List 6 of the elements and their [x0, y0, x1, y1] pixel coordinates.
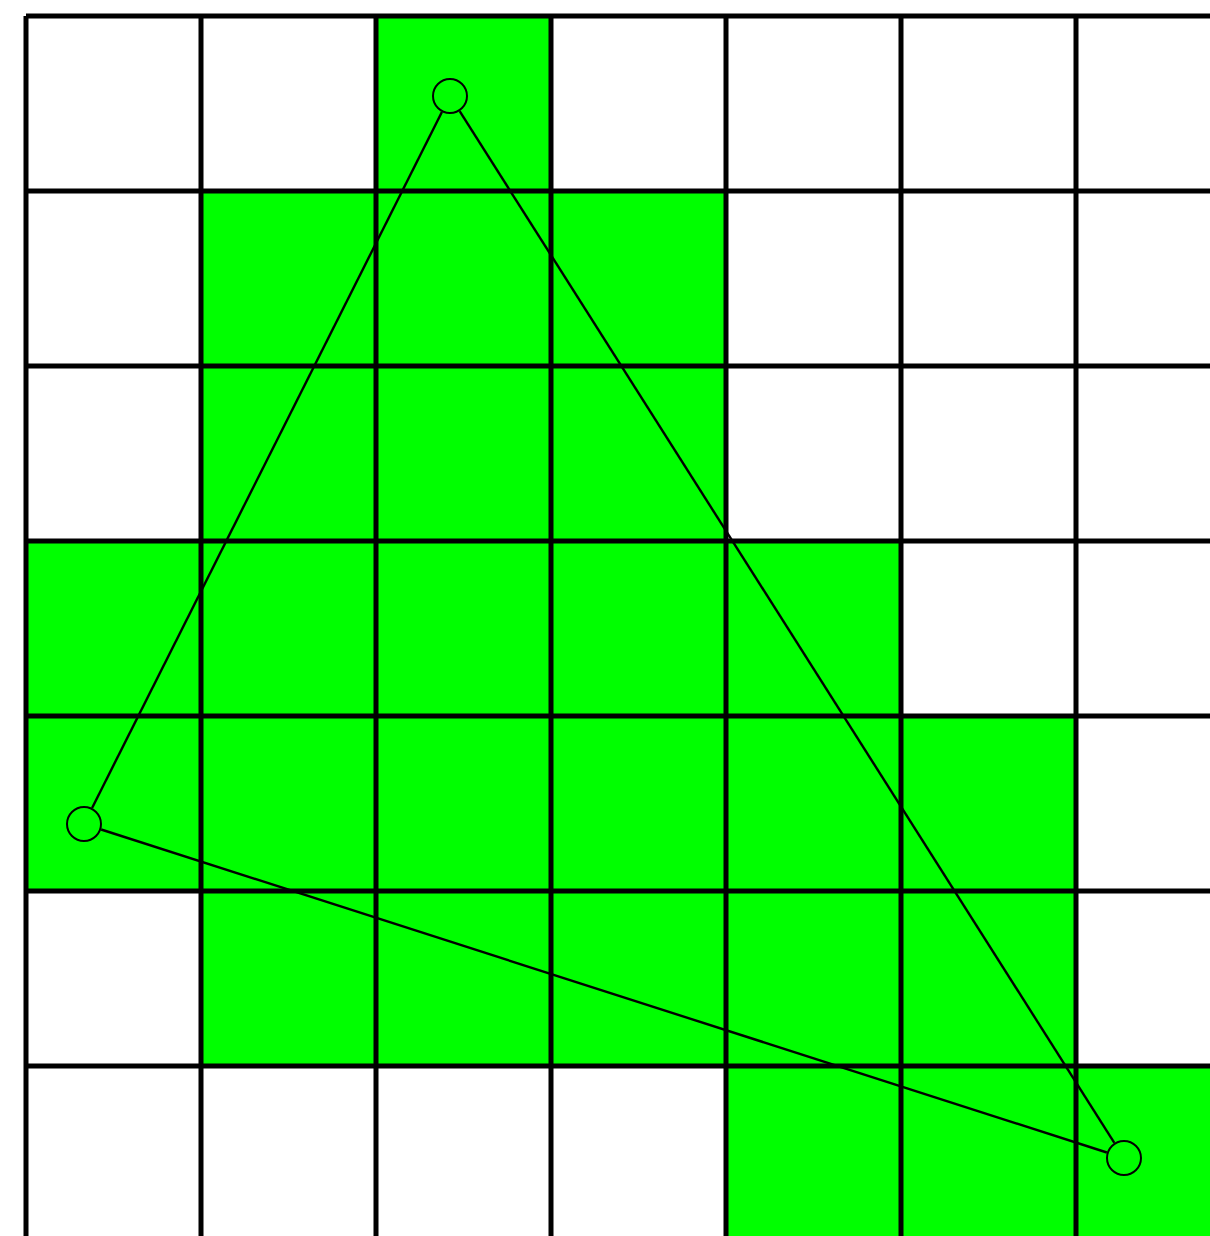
triangle-edge — [100, 828, 1108, 1154]
triangle-edge — [458, 110, 1116, 1144]
vertex-circle — [1106, 1140, 1142, 1176]
vertex-circle — [66, 806, 102, 842]
triangle-edge — [91, 111, 443, 809]
vertex-circle — [432, 78, 468, 114]
